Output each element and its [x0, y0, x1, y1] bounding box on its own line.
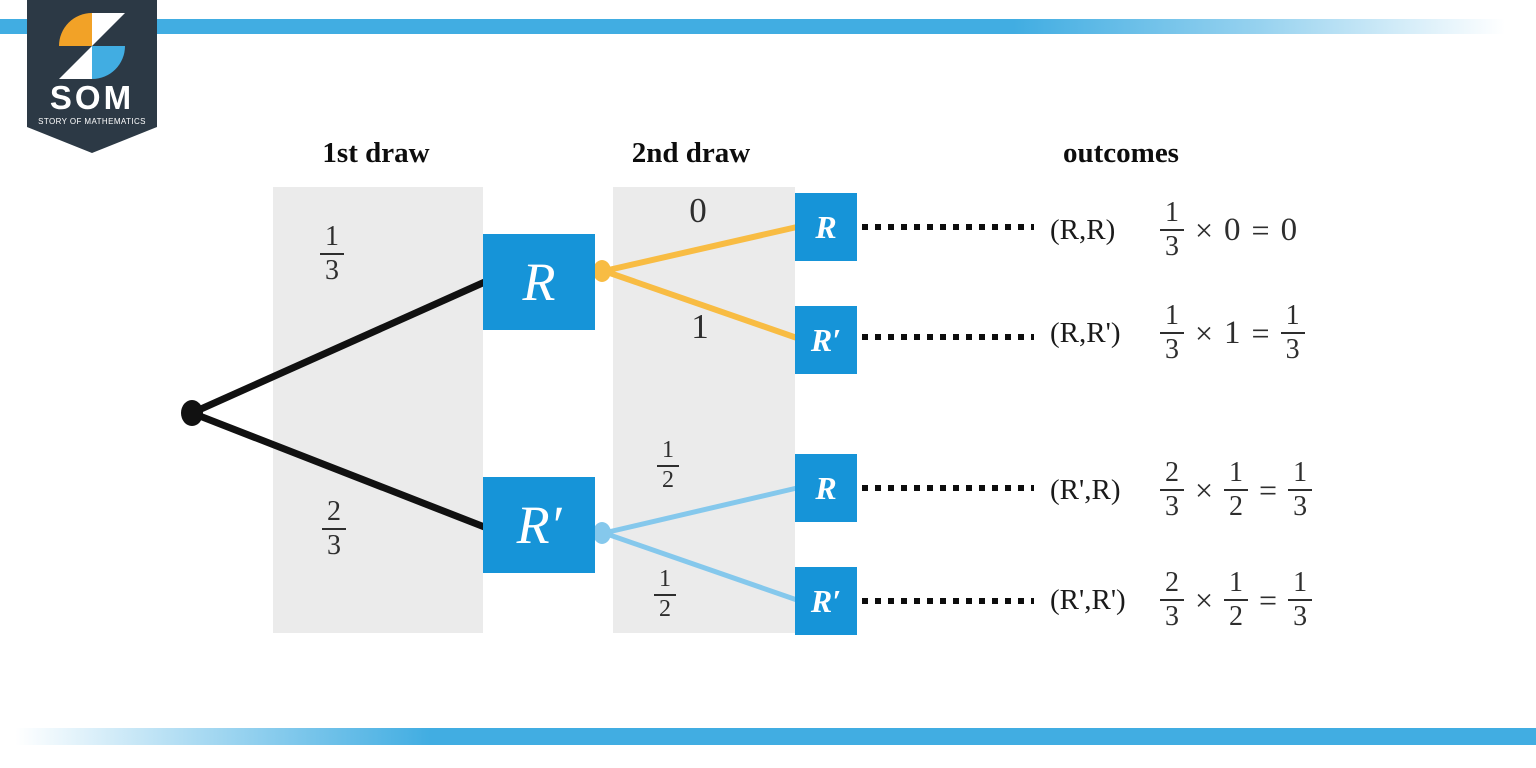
top-accent-stripe — [0, 19, 1536, 34]
prob-second-rr: 0 — [689, 191, 707, 230]
outcome-label: (R',R') — [1050, 583, 1126, 616]
first-draw-panel — [273, 187, 483, 633]
node-first-r: R — [483, 234, 595, 330]
header-second-draw: 2nd draw — [631, 137, 751, 169]
node-second-r-from-rp: R — [795, 454, 857, 522]
dotted-leader-rr — [862, 224, 1034, 230]
node-second-r-from-r: R — [795, 193, 857, 261]
dotted-leader-rprp — [862, 598, 1034, 604]
header-outcomes: outcomes — [1063, 137, 1179, 169]
logo-subtitle: STORY OF MATHEMATICS — [38, 117, 146, 126]
dotted-leader-rpr — [862, 485, 1034, 491]
bottom-accent-stripe — [0, 728, 1536, 745]
header-first-draw: 1st draw — [322, 137, 430, 169]
dotted-leader-rrp — [862, 334, 1034, 340]
prob-second-rrp: 1 — [691, 307, 709, 346]
root-node-dot — [181, 400, 203, 426]
node-second-rp-from-r: R′ — [795, 306, 857, 374]
node-second-rp-from-rp: R′ — [795, 567, 857, 635]
outcome-label: (R,R) — [1050, 213, 1116, 246]
node-first-r-prime: R′ — [483, 477, 595, 573]
outcome-label: (R,R') — [1050, 316, 1121, 349]
som-logo-banner: SOM STORY OF MATHEMATICS — [27, 0, 157, 153]
r-junction-dot — [593, 260, 611, 282]
som-logo-icon — [59, 13, 125, 79]
r-prime-junction-dot — [593, 522, 611, 544]
outcome-label: (R',R) — [1050, 473, 1121, 506]
logo-title: SOM — [49, 79, 135, 116]
